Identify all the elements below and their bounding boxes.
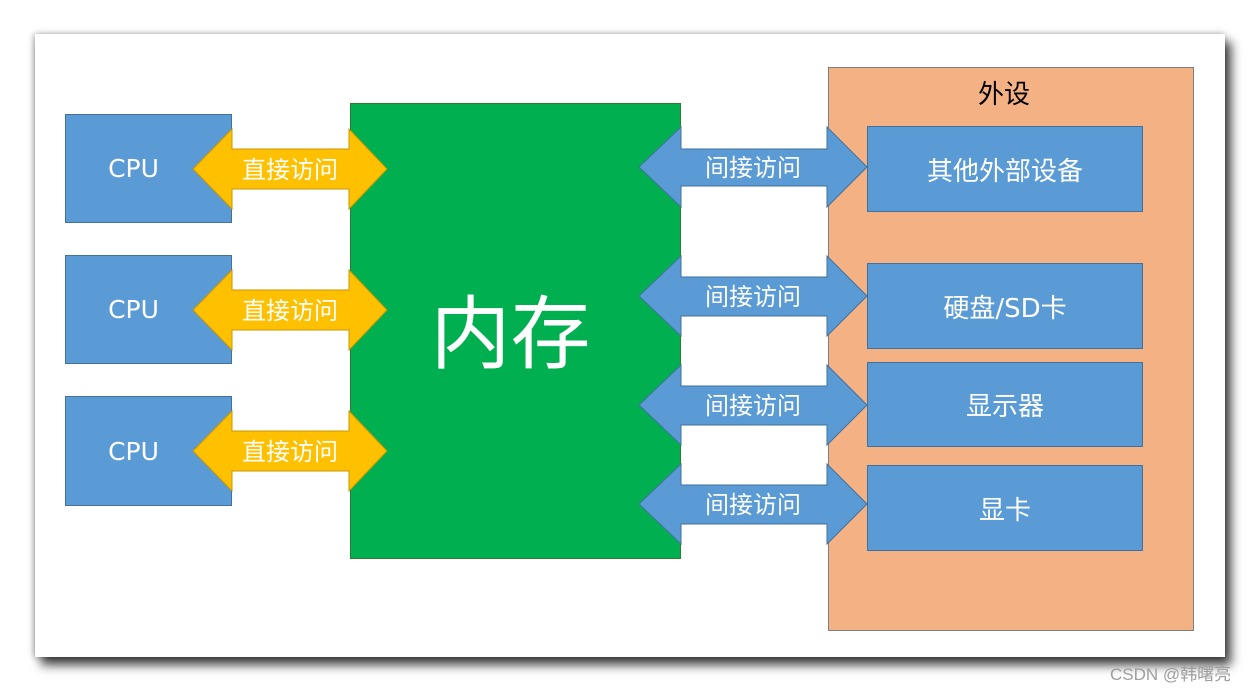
indirect-access-arrow: 间接访问	[638, 363, 868, 447]
direct-access-label: 直接访问	[242, 156, 338, 184]
device-box: 硬盘/SD卡	[867, 263, 1143, 349]
indirect-access-arrow: 间接访问	[638, 125, 868, 209]
direct-access-arrow: 直接访问	[192, 409, 388, 493]
cpu-label: CPU	[108, 154, 159, 183]
indirect-access-label: 间接访问	[705, 154, 801, 182]
indirect-access-arrow: 间接访问	[638, 254, 868, 338]
direct-access-label: 直接访问	[242, 297, 338, 325]
direct-access-arrow: 直接访问	[192, 127, 388, 211]
indirect-access-label: 间接访问	[705, 392, 801, 420]
indirect-access-label: 间接访问	[705, 491, 801, 519]
memory-block: 内存	[350, 103, 681, 559]
direct-access-arrow: 直接访问	[192, 268, 388, 352]
device-box: 显示器	[867, 362, 1143, 447]
cpu-label: CPU	[108, 295, 159, 324]
memory-label: 内存	[430, 288, 591, 381]
device-box: 显卡	[867, 465, 1143, 551]
peripheral-title: 外设	[978, 80, 1031, 110]
direct-access-label: 直接访问	[242, 438, 338, 466]
device-label: 显卡	[978, 495, 1031, 526]
device-label: 硬盘/SD卡	[943, 293, 1067, 324]
cpu-label: CPU	[108, 436, 159, 466]
device-label: 显示器	[965, 392, 1044, 422]
indirect-access-arrow: 间接访问	[638, 462, 868, 546]
indirect-access-label: 间接访问	[705, 283, 801, 311]
watermark: CSDN @韩曙亮	[1110, 665, 1232, 684]
device-label: 其他外部设备	[926, 156, 1083, 187]
device-box: 其他外部设备	[867, 126, 1143, 212]
